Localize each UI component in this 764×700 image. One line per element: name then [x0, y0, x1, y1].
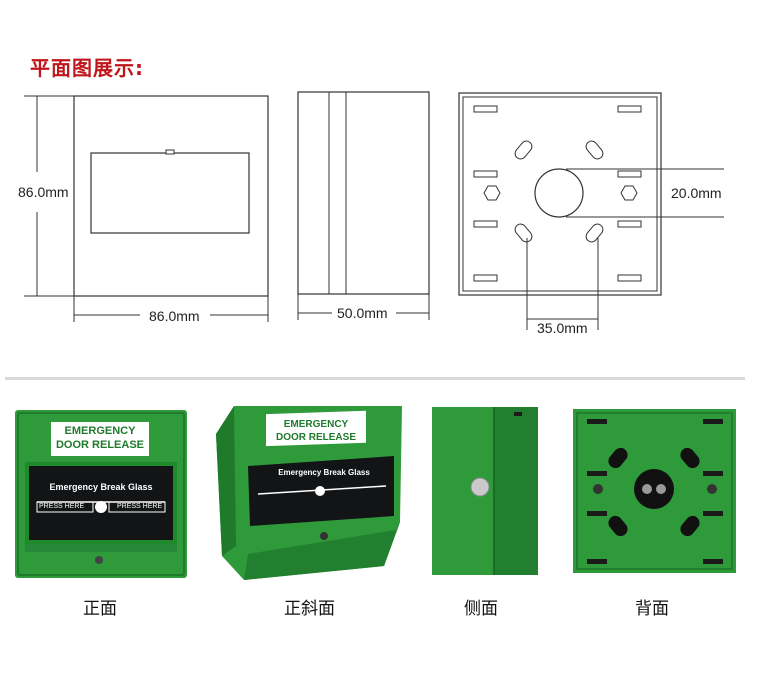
- device-back-graphic: [573, 409, 736, 573]
- screw-icon: [470, 477, 490, 497]
- angled-glass-text: Emergency Break Glass: [278, 468, 370, 477]
- photo-back: [573, 409, 736, 573]
- photo-front: EMERGENCY DOOR RELEASE Emergency Break G…: [15, 410, 187, 578]
- caption-front: 正面: [83, 599, 117, 619]
- device-side-graphic: [432, 407, 538, 575]
- angled-label: EMERGENCY DOOR RELEASE: [266, 418, 366, 444]
- height-dimension-label: 86.0mm: [16, 184, 71, 200]
- spacing-dimension-label: 35.0mm: [535, 320, 590, 336]
- device-front-graphic: [15, 410, 187, 578]
- section-divider: [5, 377, 745, 380]
- width-dimension-label: 86.0mm: [147, 308, 202, 324]
- device-label: EMERGENCY DOOR RELEASE: [51, 424, 149, 452]
- glass-text: Emergency Break Glass: [49, 482, 153, 492]
- angled-label-line1: EMERGENCY: [283, 419, 349, 430]
- photo-side: [432, 407, 538, 575]
- caption-side: 侧面: [464, 599, 498, 619]
- caption-back: 背面: [635, 599, 669, 619]
- caption-angled: 正斜面: [284, 599, 335, 619]
- press-right-text: PRESS HERE: [117, 503, 163, 510]
- photo-angled: EMERGENCY DOOR RELEASE Emergency Break G…: [214, 406, 402, 582]
- hole-dimension-label: 20.0mm: [669, 185, 724, 201]
- label-line2: DOOR RELEASE: [55, 439, 144, 451]
- page-title: 平面图展示:: [30, 56, 144, 80]
- angled-label-line2: DOOR RELEASE: [275, 432, 356, 443]
- screw-icon: [95, 556, 103, 564]
- device-angled-graphic: [216, 406, 402, 580]
- label-line1: EMERGENCY: [64, 425, 136, 437]
- depth-dimension-label: 50.0mm: [335, 305, 390, 321]
- press-left-text: PRESS HERE: [39, 503, 85, 510]
